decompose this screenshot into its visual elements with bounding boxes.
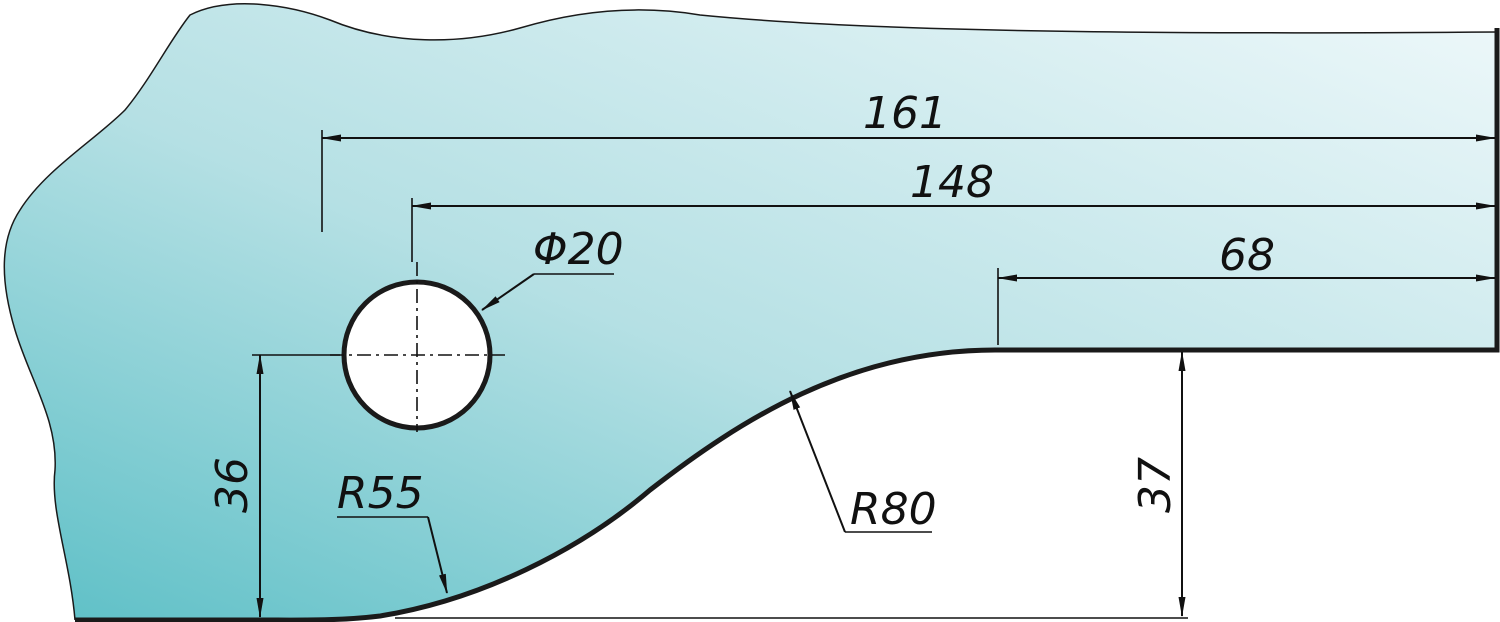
diameter-label: Φ20 bbox=[533, 224, 624, 275]
radius-r55-leader bbox=[427, 516, 448, 594]
dimension-label-148: 148 bbox=[910, 157, 994, 208]
dimension-label-68: 68 bbox=[1219, 230, 1275, 281]
radius-r55-label: R55 bbox=[337, 468, 424, 519]
dimension-label-37: 37 bbox=[1130, 457, 1181, 513]
glass-break-line bbox=[3, 3, 1498, 621]
glass-profile-outline bbox=[75, 28, 1500, 622]
diameter-leader bbox=[481, 273, 535, 311]
dimension-label-161: 161 bbox=[863, 88, 947, 139]
glass-panel bbox=[4, 3, 1497, 621]
radius-r80-leader bbox=[789, 390, 846, 533]
dimension-label-36: 36 bbox=[207, 457, 258, 513]
radius-r80-label: R80 bbox=[850, 484, 937, 535]
